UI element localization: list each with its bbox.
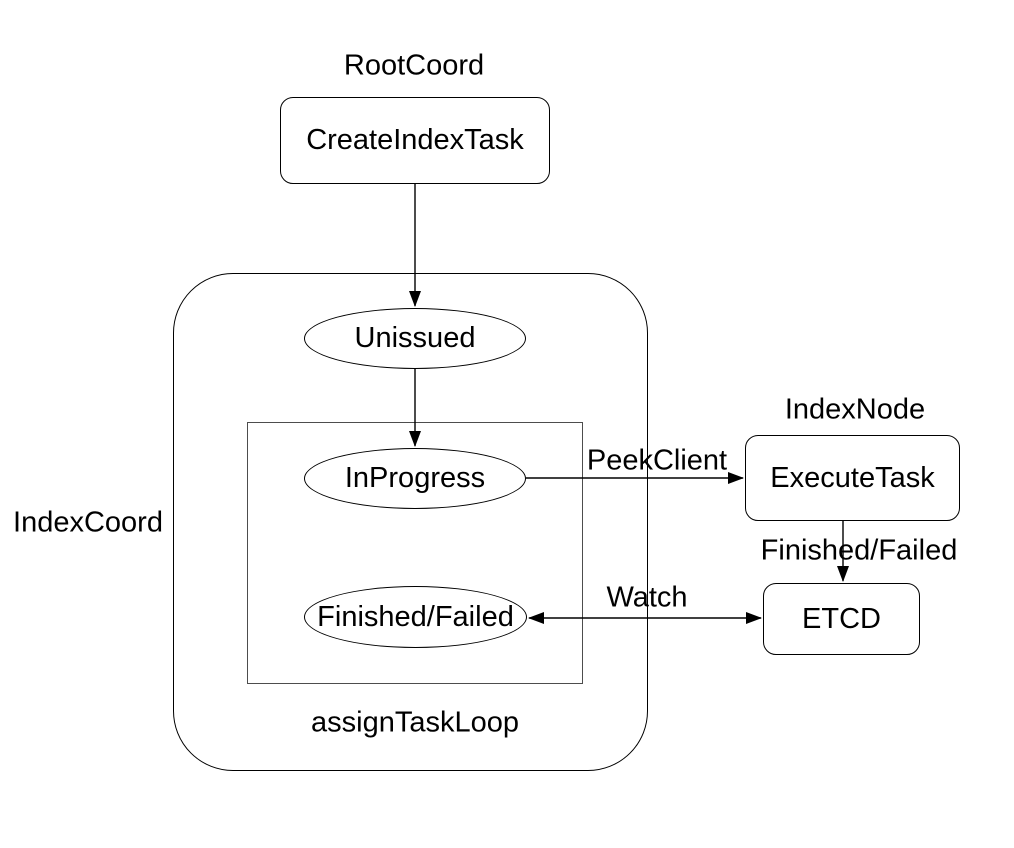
node-create-index-task: CreateIndexTask xyxy=(280,97,550,184)
indexnode-label: IndexNode xyxy=(784,393,926,426)
node-in-progress: InProgress xyxy=(304,448,526,509)
node-create-index-task-label: CreateIndexTask xyxy=(306,124,524,156)
node-unissued-label: Unissued xyxy=(354,322,476,354)
indexcoord-label: IndexCoord xyxy=(13,506,163,539)
rootcoord-label: RootCoord xyxy=(343,49,485,82)
node-execute-task-label: ExecuteTask xyxy=(770,461,935,494)
finishedfailed-edge-label: Finished/Failed xyxy=(760,534,958,567)
node-etcd: ETCD xyxy=(763,583,920,655)
node-execute-task: ExecuteTask xyxy=(745,435,960,521)
indexcoord-container xyxy=(173,273,648,771)
assigntaskloop-label: assignTaskLoop xyxy=(311,706,519,739)
node-etcd-label: ETCD xyxy=(802,602,881,635)
watch-edge-label: Watch xyxy=(606,581,688,614)
node-finished-failed-label: Finished/Failed xyxy=(317,600,514,633)
peekclient-edge-label: PeekClient xyxy=(586,444,728,477)
node-finished-failed: Finished/Failed xyxy=(304,586,527,648)
node-unissued: Unissued xyxy=(304,308,526,369)
node-in-progress-label: InProgress xyxy=(344,462,486,494)
